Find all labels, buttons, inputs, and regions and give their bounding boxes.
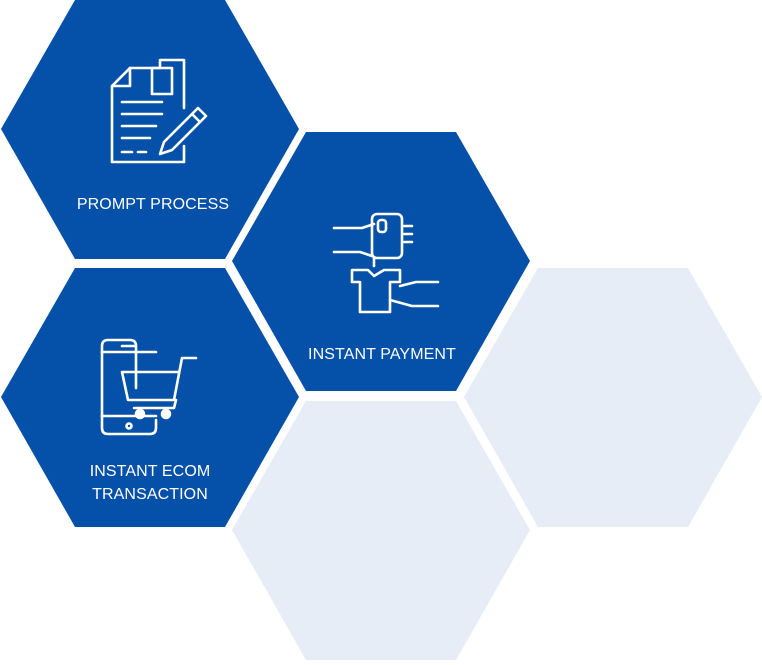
empty-hexagon-bottom	[232, 401, 530, 660]
prompt-process-label: PROMPT PROCESS	[76, 196, 230, 213]
instant-ecom-label-line1: INSTANT ECOM	[89, 463, 211, 480]
phone-cart-icon	[100, 338, 198, 436]
instant-ecom-label-line2: TRANSACTION	[92, 486, 208, 503]
hexagon-prompt-process[interactable]	[1, 0, 299, 259]
instant-ecom-label: INSTANT ECOM TRANSACTION	[60, 460, 240, 506]
hexagon-instant-ecom[interactable]	[1, 268, 299, 527]
card-payment-hands-icon	[332, 212, 440, 314]
document-pencil-icon	[110, 58, 208, 164]
empty-hexagon-right	[464, 268, 762, 527]
hexagon-instant-payment[interactable]	[232, 132, 530, 391]
instant-payment-label: INSTANT PAYMENT	[308, 346, 456, 363]
